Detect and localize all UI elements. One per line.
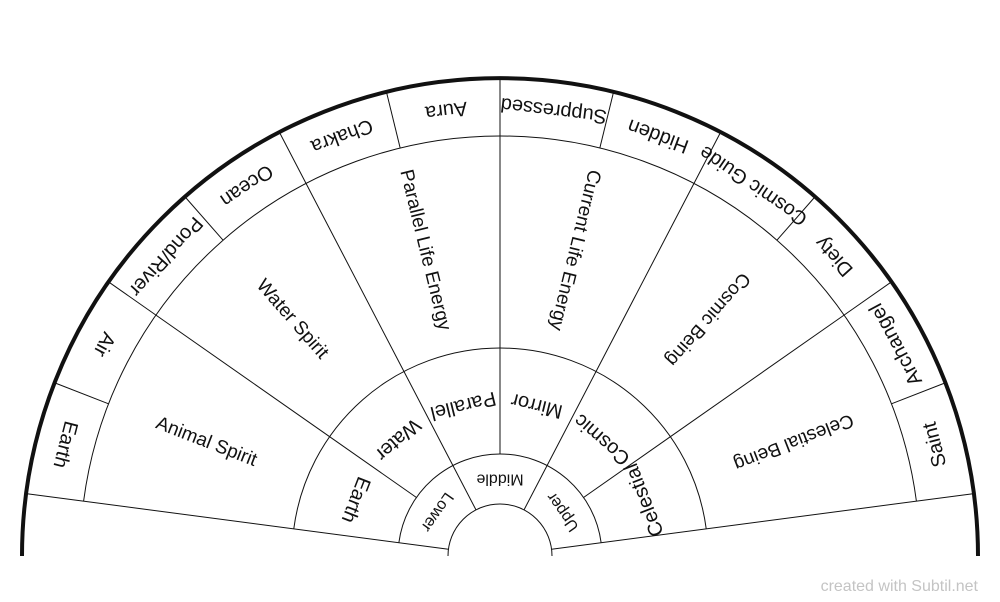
middle-divider xyxy=(403,371,454,466)
outer_ring-label: Chakra xyxy=(307,114,376,158)
outer_ring-label: Earth xyxy=(48,419,81,471)
large_ring-label: Celestial Being xyxy=(731,409,857,475)
outer_ring-label: Suppressed xyxy=(499,93,608,128)
large_ring-label: Current Life Energy xyxy=(545,168,605,334)
large-divider xyxy=(595,183,695,372)
large_ring-label: Animal Spirit xyxy=(153,413,261,471)
hub-arc xyxy=(447,503,553,557)
middle_ring-label: Water xyxy=(371,414,425,465)
chart-lines xyxy=(20,76,980,557)
large_ring-label: Water Spirit xyxy=(252,275,333,363)
large-divider xyxy=(155,314,330,438)
outer_ring-label: Pond/River xyxy=(124,212,207,301)
middle_ring-label: Mirror xyxy=(509,388,565,422)
right-base-edge xyxy=(551,493,974,550)
middle_ring-label: Celestial xyxy=(620,460,668,539)
outer-divider xyxy=(599,91,615,149)
outer-divider xyxy=(693,131,722,184)
middle_ring-label: Parallel xyxy=(428,387,498,424)
inner_ring-label: Lower xyxy=(417,489,456,535)
large-divider xyxy=(670,314,845,438)
outer_ring-label: Aura xyxy=(423,97,468,124)
large_ring-label: Parallel Life Energy xyxy=(395,168,455,334)
middle_ring-label: Earth xyxy=(337,474,375,527)
outer-divider xyxy=(385,91,401,149)
inner-divider xyxy=(523,465,548,511)
large_ring-label: Cosmic Being xyxy=(661,268,754,370)
outer_ring-label: Air xyxy=(88,328,119,360)
large-divider xyxy=(305,183,405,372)
left-base-edge xyxy=(26,493,449,550)
outer_ring-label: Saint xyxy=(919,419,952,469)
middle-divider xyxy=(329,436,417,498)
inner-ring-arc xyxy=(398,453,602,543)
outer-divider xyxy=(278,131,307,184)
middle-divider xyxy=(546,371,597,466)
inner_ring-label: Middle xyxy=(476,471,523,488)
outer-divider xyxy=(776,196,816,241)
outer_ring-label: Hidden xyxy=(625,114,692,157)
middle-divider xyxy=(583,436,671,498)
outer_ring-label: Archangel xyxy=(865,299,927,389)
outer-divider xyxy=(184,196,224,241)
footer-credit: created with Subtil.net xyxy=(820,578,978,595)
outer-divider xyxy=(891,382,946,405)
inner_ring-label: Upper xyxy=(543,489,582,535)
outer_ring-label: Cosmic Guide xyxy=(695,141,811,230)
outer-divider xyxy=(54,382,109,405)
middle_ring-label: Cosmic xyxy=(570,409,635,470)
outer-divider xyxy=(843,281,892,316)
inner-divider xyxy=(452,465,477,511)
outer_ring-label: Diety xyxy=(811,232,858,281)
outer-divider xyxy=(108,281,157,316)
